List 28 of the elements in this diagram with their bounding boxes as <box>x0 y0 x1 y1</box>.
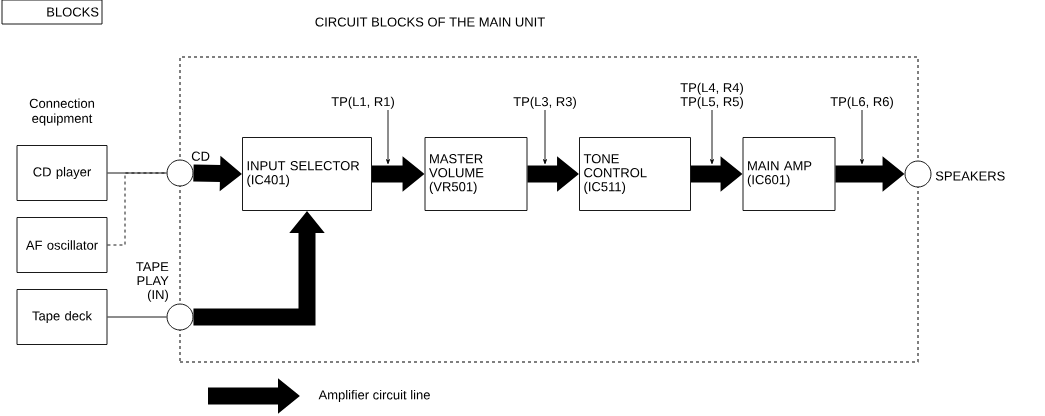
port-label: TAPE PLAY (IN) <box>136 262 169 302</box>
block-box: MASTER VOLUME (VR501) <box>424 137 528 211</box>
block-box: INPUT SELECTOR (IC401) <box>242 137 372 211</box>
block-box: MAIN AMP (IC601) <box>742 137 836 211</box>
test-point-label: TP(L1, R1) <box>331 96 394 109</box>
leader-arrow <box>860 109 864 165</box>
column-heading: Connection equipment <box>29 98 95 126</box>
frame-title: CIRCUIT BLOCKS OF THE MAIN UNIT <box>315 17 545 27</box>
test-point-label: TP(L6, R6) <box>830 96 893 109</box>
block-box: TONE CONTROL (IC511) <box>579 137 691 211</box>
equipment-box: CD player <box>16 145 108 201</box>
jack-circle <box>904 160 932 188</box>
leader-arrow <box>386 109 390 165</box>
jack-circle <box>166 159 194 187</box>
jack-circle <box>166 303 194 331</box>
test-point-label: TP(L3, R3) <box>513 96 576 109</box>
equipment-box: AF oscillator <box>16 217 108 273</box>
signal-line <box>107 172 167 174</box>
leader-arrow <box>543 109 547 165</box>
port-label: CD <box>191 151 210 161</box>
port-label: SPEAKERS <box>935 171 1005 181</box>
test-point-label: TP(L4, R4) TP(L5, R5) <box>680 82 743 109</box>
signal-line <box>107 316 167 318</box>
legend-text: Amplifier circuit line <box>318 389 430 403</box>
signal-line <box>107 172 167 246</box>
leader-arrow <box>710 109 714 165</box>
section-tag: BLOCKS <box>1 0 103 25</box>
equipment-box: Tape deck <box>16 289 108 345</box>
